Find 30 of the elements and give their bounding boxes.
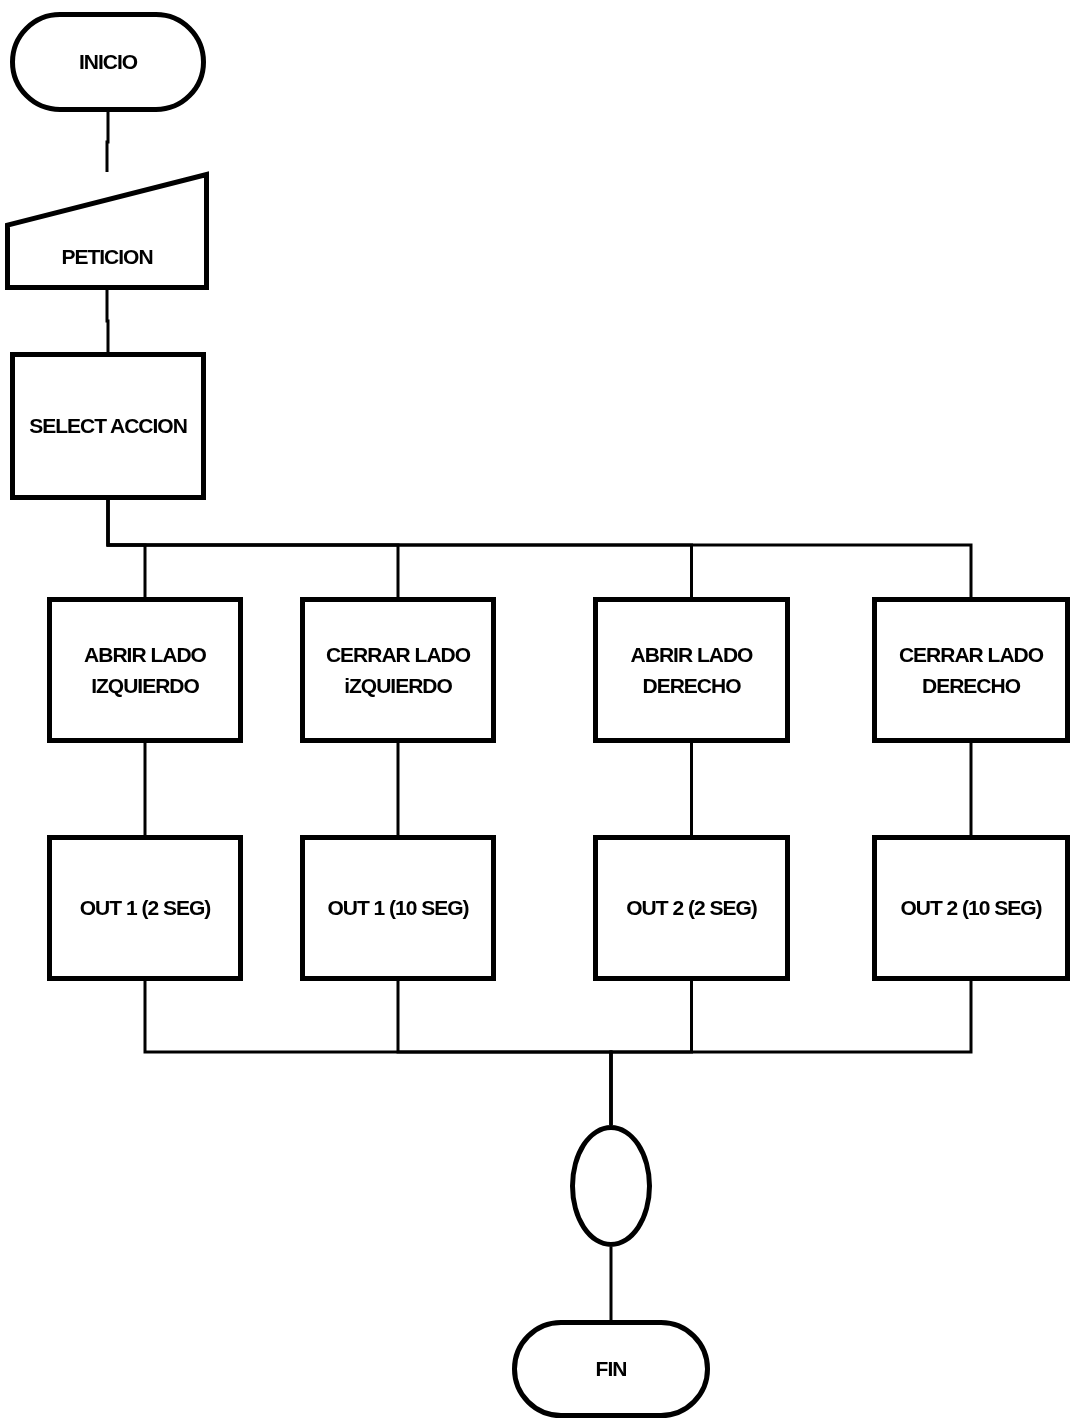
node-label: OUT 2 (10 SEG) bbox=[900, 895, 1042, 922]
connector-line bbox=[690, 743, 693, 835]
node-label: ABRIR LADO IZQUIERDO bbox=[83, 641, 207, 699]
node-label: PETICION bbox=[61, 243, 153, 270]
node-label: OUT 1 (10 SEG) bbox=[327, 895, 469, 922]
node-label: OUT 2 (2 SEG) bbox=[626, 895, 757, 922]
process-box bbox=[10, 352, 206, 500]
node-label: FIN bbox=[595, 1356, 627, 1383]
connector-line bbox=[143, 743, 147, 835]
process-box bbox=[872, 835, 1070, 981]
node-label: SELECT ACCION bbox=[29, 413, 187, 440]
process-box bbox=[593, 597, 790, 743]
node-label: OUT 1 (2 SEG) bbox=[79, 895, 211, 922]
connector-line bbox=[105, 290, 110, 352]
process-box bbox=[300, 835, 496, 981]
connector-line bbox=[106, 500, 973, 597]
connector-line bbox=[396, 743, 400, 835]
connector-line bbox=[609, 981, 973, 1125]
node-label: ABRIR LADO DERECHO bbox=[629, 641, 754, 699]
process-box bbox=[47, 597, 243, 743]
connector-line bbox=[969, 743, 973, 835]
process-box bbox=[47, 835, 243, 981]
node-label: INICIO bbox=[78, 49, 138, 76]
connector-line bbox=[609, 1247, 613, 1320]
node-label: CERRAR LADO DERECHO bbox=[897, 641, 1045, 699]
process-box bbox=[593, 835, 790, 981]
process-box bbox=[872, 597, 1070, 743]
process-box bbox=[300, 597, 496, 743]
node-label: CERRAR LADO iZQUIERDO bbox=[324, 641, 472, 699]
connector-line bbox=[105, 112, 110, 172]
